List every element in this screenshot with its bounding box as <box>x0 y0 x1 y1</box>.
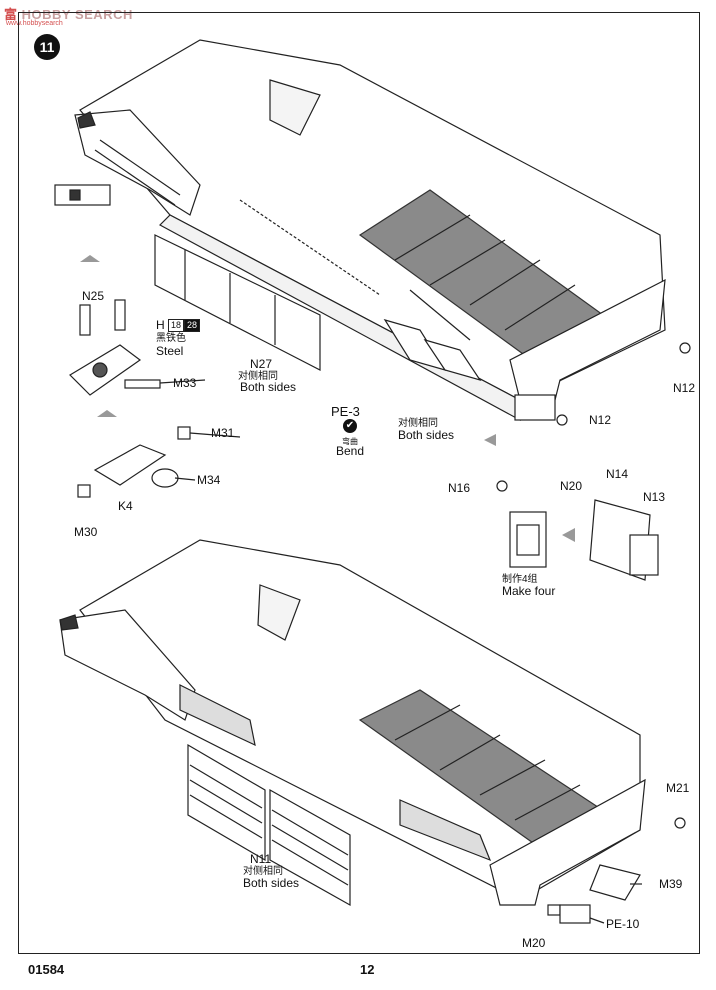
label-m31: M31 <box>211 426 235 440</box>
product-code: 01584 <box>28 962 65 977</box>
label-n20: N20 <box>560 479 583 493</box>
label-bend-cn: 弯曲 <box>342 437 358 446</box>
label-n27-cn: 对侧相同 <box>238 371 278 382</box>
label-n25: N25 <box>82 289 105 303</box>
side-stowage-box-n27 <box>154 234 321 371</box>
instruction-frame <box>18 12 700 954</box>
label-make-four-en: Make four <box>502 584 556 598</box>
label-steel-en: Steel <box>156 344 184 358</box>
label-n11-cn: 对侧相同 <box>243 866 283 877</box>
label-n27: N27 <box>250 357 273 371</box>
label-m33: M33 <box>173 376 197 390</box>
label-n11: N11 <box>250 852 272 866</box>
watermark-brand: 富 HOBBY SEARCH <box>4 7 133 22</box>
label-pe3: PE-3 <box>331 404 360 419</box>
label-n11-en: Both sides <box>243 876 300 890</box>
page-number: 12 <box>360 962 375 977</box>
label-both-en: Both sides <box>398 428 455 442</box>
label-both-cn: 对侧相同 <box>398 418 438 429</box>
label-n12-bottom: N12 <box>589 413 612 427</box>
label-n16: N16 <box>448 481 471 495</box>
label-n12-top: N12 <box>673 381 696 395</box>
label-n14: N14 <box>606 467 629 481</box>
label-m39: M39 <box>659 877 683 891</box>
label-steel-cn: 黑铁色 <box>156 333 186 344</box>
label-make-four-cn: 制作4组 <box>502 574 538 585</box>
label-k4: K4 <box>118 499 133 513</box>
paint-code-number-1: 18 <box>168 319 185 333</box>
upper-front-nose <box>74 109 201 216</box>
label-n27-en: Both sides <box>240 380 297 394</box>
label-bend-en: Bend <box>336 444 365 458</box>
label-m34: M34 <box>197 473 221 487</box>
label-n13: N13 <box>643 490 666 504</box>
step-number-badge: 11 <box>34 34 60 60</box>
paint-code-number-2: 28 <box>184 319 201 333</box>
side-panel-n11-left <box>187 743 266 862</box>
lower-front-nose <box>59 609 196 721</box>
lower-rear-wall <box>489 778 646 906</box>
bend-check-icon: ✔ <box>343 419 357 433</box>
label-m30: M30 <box>74 525 98 539</box>
paint-code-letter: H <box>156 318 165 332</box>
watermark-url: www.hobbysearch <box>6 20 63 27</box>
label-pe10: PE-10 <box>606 917 640 931</box>
label-m21: M21 <box>666 781 690 795</box>
label-m20: M20 <box>522 936 546 950</box>
